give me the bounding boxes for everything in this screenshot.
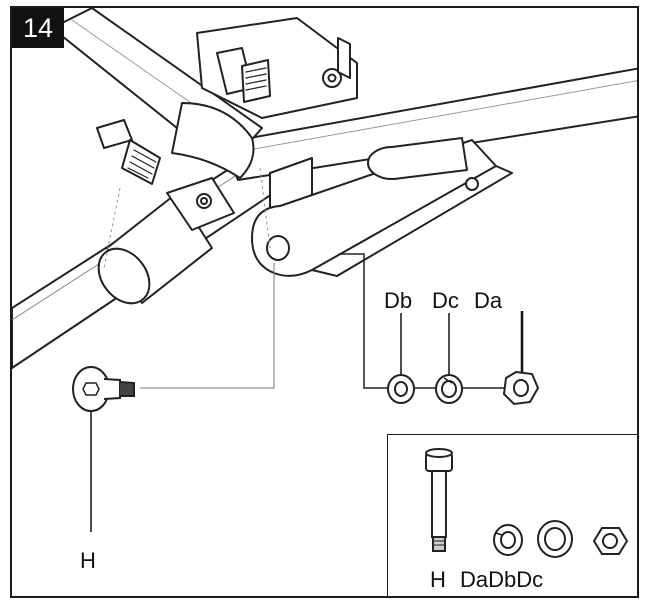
left-threaded-bolt [96,119,161,185]
inset-bolt-h [425,448,453,552]
hardware-axis-line [339,253,515,389]
inset-washer-da [493,524,523,556]
label-dc: Dc [432,288,459,313]
elbow-joint [171,102,255,179]
inset-label-hardware: DaDbDc [460,567,544,592]
label-h: H [80,548,96,573]
clevis-bracket [166,177,235,231]
nut-da-part [502,370,540,406]
parts-inset: H DaDbDc [387,434,637,596]
assembly-illustration [12,8,637,532]
inset-washer-db [537,520,573,558]
parts-inset-illustration [425,448,629,558]
inset-label-h: H [430,567,446,592]
label-da: Da [474,288,503,313]
assembly-step-frame: 14 Db Dc Da H [10,6,639,598]
washer-db-part [387,374,415,404]
top-bracket [196,17,358,119]
washer-dc-part [435,374,463,404]
step-number-badge: 14 [12,8,64,48]
pivot-barrel [367,137,479,191]
hardware-stack [387,370,540,406]
inset-nut-dc [592,527,629,555]
bolt-h-part [72,366,135,412]
bolt-path-line [140,263,275,389]
label-db: Db [384,288,413,313]
